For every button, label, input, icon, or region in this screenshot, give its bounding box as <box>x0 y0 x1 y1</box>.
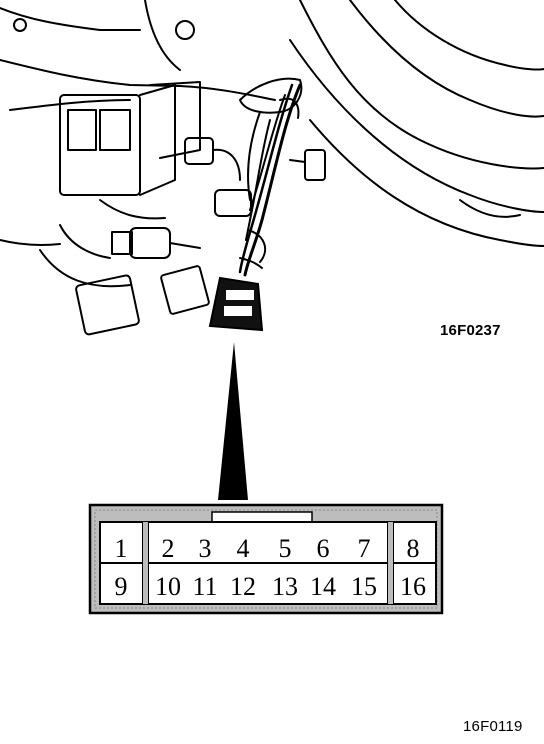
pin-2: 2 <box>162 534 175 563</box>
wire-harness <box>243 83 302 277</box>
pin-13: 13 <box>272 572 298 601</box>
pin-14: 14 <box>310 572 336 601</box>
pin-1: 1 <box>115 534 128 563</box>
figure-code-top: 16F0237 <box>440 322 501 339</box>
pin-3: 3 <box>199 534 212 563</box>
connector-key <box>211 511 313 523</box>
pin-5: 5 <box>279 534 292 563</box>
pin-11: 11 <box>192 572 217 601</box>
relay-block <box>59 94 141 196</box>
diagnostic-connector-drawing <box>208 276 264 332</box>
pin-4: 4 <box>237 534 250 563</box>
pin-12: 12 <box>230 572 256 601</box>
pin-15: 15 <box>351 572 377 601</box>
pointer-arrow <box>218 342 248 500</box>
pin-8: 8 <box>407 534 420 563</box>
pin-9: 9 <box>115 572 128 601</box>
dash-panel-outline <box>0 7 141 31</box>
connector-pinout: 1 2 3 4 5 6 7 8 9 10 11 12 13 14 15 16 <box>88 503 444 615</box>
pin-10: 10 <box>155 572 181 601</box>
pin-6: 6 <box>317 534 330 563</box>
hand-outline <box>239 77 303 114</box>
pin-16: 16 <box>400 572 426 601</box>
pin-7: 7 <box>358 534 371 563</box>
figure-code-bottom: 16F0119 <box>463 718 523 735</box>
steering-column-outline <box>299 0 544 170</box>
